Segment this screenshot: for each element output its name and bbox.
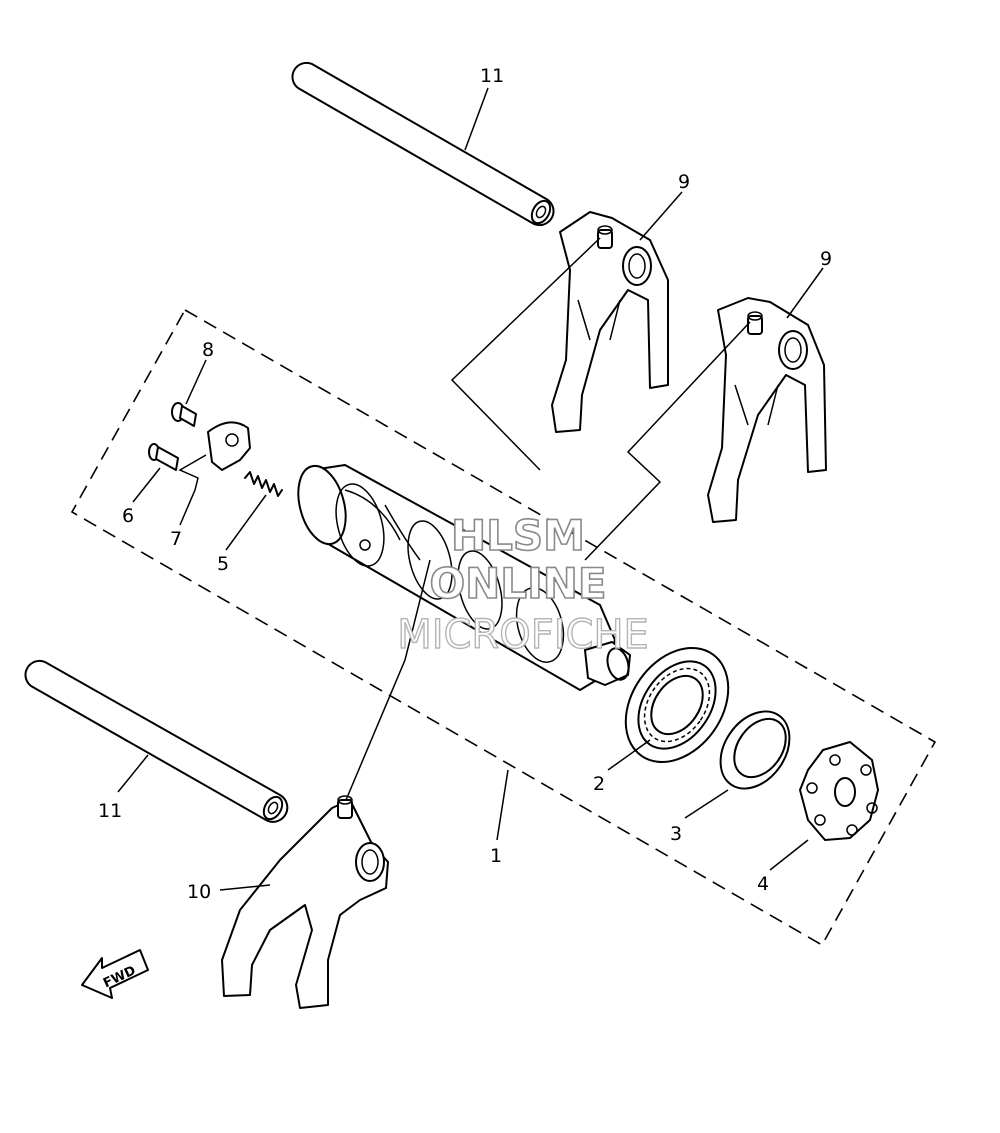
collar	[719, 710, 791, 790]
callout-9-right: 9	[820, 248, 832, 270]
guide-line-fork-upper	[450, 237, 601, 471]
callout-2: 2	[593, 773, 605, 795]
callout-11-lower: 11	[98, 800, 122, 822]
leader-9b	[786, 267, 824, 319]
leader-11b	[117, 754, 149, 793]
watermark-line-1: HLSM	[451, 511, 585, 560]
callout-7: 7	[170, 528, 182, 550]
callout-9-upper: 9	[678, 171, 690, 193]
callout-11-upper: 11	[480, 65, 504, 87]
bearing	[624, 647, 730, 763]
callout-4: 4	[757, 873, 769, 895]
leader-10	[219, 884, 271, 891]
fwd-arrow-icon: FWD	[81, 949, 149, 999]
leader-9a	[639, 191, 683, 241]
shift-drum	[297, 464, 631, 691]
stopper-plate-7	[207, 421, 251, 471]
leader-1	[496, 769, 509, 841]
callout-6: 6	[122, 505, 134, 527]
guide-line-fork-lower	[345, 559, 431, 801]
shift-rod-lower	[24, 659, 289, 823]
callout-1: 1	[490, 845, 502, 867]
shift-fork-9-right	[707, 297, 827, 523]
leader-8	[185, 359, 207, 405]
leader-3	[684, 789, 729, 819]
leader-11a	[464, 87, 489, 151]
leader-4	[769, 839, 809, 871]
callout-3: 3	[670, 823, 682, 845]
shift-fork-9-upper	[551, 211, 669, 433]
guide-line-fork-right	[584, 321, 751, 561]
leader-6	[132, 467, 161, 503]
callout-8: 8	[202, 339, 214, 361]
spring-5	[244, 471, 283, 497]
shift-rod-upper	[291, 61, 555, 227]
assembly-boundary	[70, 308, 937, 947]
leader-5	[225, 494, 267, 551]
watermark-line-2: ONLINE	[429, 559, 606, 608]
leader-2	[607, 739, 651, 771]
screw-6	[148, 443, 179, 471]
leader-7	[178, 454, 207, 526]
watermark: HLSM ONLINE MICROFICHE	[396, 510, 649, 659]
bolt-8	[171, 402, 197, 427]
shift-fork-10	[221, 795, 389, 1009]
callout-5: 5	[217, 553, 229, 575]
segment-plate	[799, 741, 879, 841]
watermark-line-3: MICROFICHE	[397, 612, 649, 658]
callout-10: 10	[187, 881, 211, 903]
